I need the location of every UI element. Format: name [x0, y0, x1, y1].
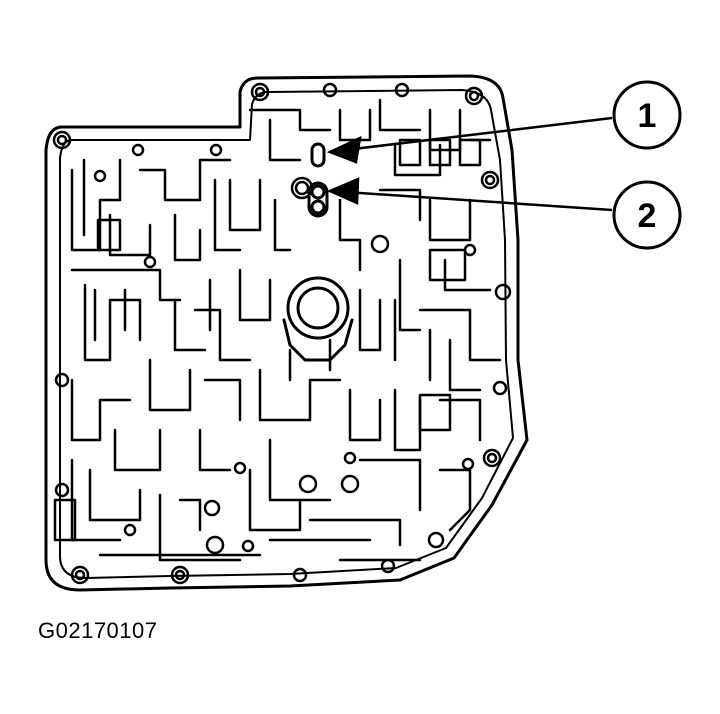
callout-1: 1 [612, 80, 682, 150]
plate-outline [44, 74, 529, 592]
callout-2-label: 2 [638, 197, 657, 235]
callout-1-label: 1 [638, 97, 657, 135]
central-port-outer [286, 276, 350, 340]
central-port-inner [296, 286, 340, 330]
check-ball-2 [307, 181, 329, 218]
leader-line-1 [344, 116, 613, 152]
leader-lines [326, 116, 613, 212]
callout-2: 2 [612, 180, 682, 250]
bolt-holes [52, 82, 512, 585]
separator-plate [44, 74, 529, 592]
arrowhead-1 [326, 135, 362, 164]
plate-inner-outline [59, 89, 514, 579]
fluid-passages [53, 98, 502, 562]
check-ball-1 [310, 142, 326, 168]
leader-line-2 [344, 190, 613, 212]
arrowhead-2 [326, 177, 360, 205]
figure-code: G02170107 [38, 618, 158, 643]
